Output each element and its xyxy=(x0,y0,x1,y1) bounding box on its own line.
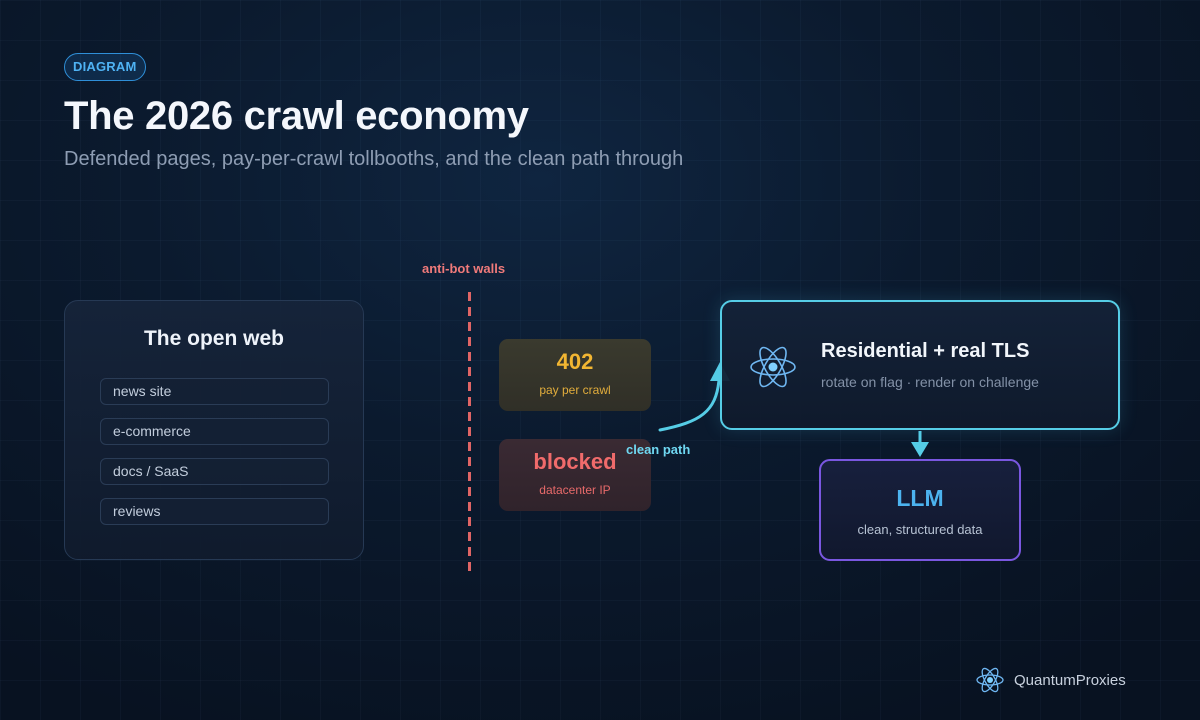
atom-icon xyxy=(976,667,1004,693)
open-web-item-news: news site xyxy=(100,378,329,405)
tollbooth-402-label: pay per crawl xyxy=(539,383,611,397)
brand-name: QuantumProxies xyxy=(1014,672,1126,689)
page-subtitle: Defended pages, pay-per-crawl tollbooths… xyxy=(64,148,684,170)
open-web-item-reviews: reviews xyxy=(100,498,329,525)
res-to-llm-arrowhead xyxy=(911,442,929,457)
open-web-item-docs: docs / SaaS xyxy=(100,458,329,485)
open-web-title: The open web xyxy=(143,327,284,350)
tollbooth-blocked-status: blocked xyxy=(533,449,617,474)
llm-title: LLM xyxy=(896,485,944,511)
page-title: The 2026 crawl economy xyxy=(64,94,529,138)
blocked-tollbooth: blocked datacenter IP xyxy=(499,439,651,511)
tollbooth-blocked-label: datacenter IP xyxy=(539,483,611,497)
clean-path-arrow xyxy=(658,378,721,432)
llm-subtitle: clean, structured data xyxy=(857,522,983,537)
anti-bot-wall-line xyxy=(468,292,471,572)
diagram-badge: DIAGRAM xyxy=(64,53,146,81)
llm-panel: LLM clean, structured data xyxy=(819,459,1021,561)
atom-icon xyxy=(750,346,796,388)
residential-tls-panel: Residential + real TLS rotate on flag · … xyxy=(720,300,1120,430)
anti-bot-walls-label: anti-bot walls xyxy=(422,261,506,276)
open-web-item-ecommerce: e-commerce xyxy=(100,418,329,445)
residential-subtitle: rotate on flag · render on challenge xyxy=(821,374,1039,390)
open-web-panel: The open web news site e-commerce docs /… xyxy=(64,300,364,560)
residential-title: Residential + real TLS xyxy=(821,340,1030,362)
tollbooth-402-code: 402 xyxy=(556,349,594,374)
clean-path-label: clean path xyxy=(626,442,691,457)
pay-per-crawl-tollbooth: 402 pay per crawl xyxy=(499,339,651,411)
